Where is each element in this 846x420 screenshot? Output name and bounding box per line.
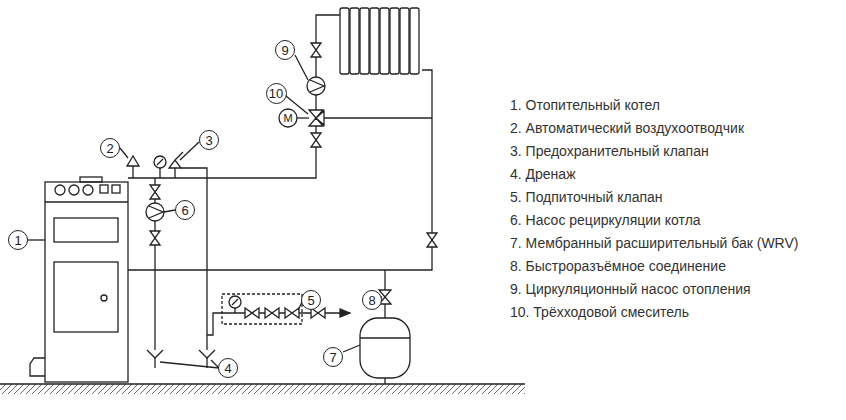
callout-number: 10 xyxy=(269,87,283,100)
valve-symbol xyxy=(311,43,321,57)
radiator-section xyxy=(380,8,389,74)
valve-symbol xyxy=(245,308,259,318)
callout-number: 7 xyxy=(329,351,336,364)
radiator-section xyxy=(340,8,349,74)
leader-line xyxy=(295,55,308,80)
leader-line xyxy=(180,142,199,160)
pipe xyxy=(132,166,133,178)
drain-funnel xyxy=(199,350,215,358)
legend-line: 10. Трёхходовой смеситель xyxy=(510,305,689,319)
pump-symbol xyxy=(146,203,164,221)
radiator-section xyxy=(350,8,359,74)
valve-symbol xyxy=(150,185,160,199)
callout-circle: 9 xyxy=(275,40,295,60)
boiler-door xyxy=(54,218,118,242)
legend-line: 3. Предохранительный клапан xyxy=(510,144,709,158)
legend-line: 2. Автоматический воздухоотводчик xyxy=(510,121,744,135)
boiler-gauge xyxy=(83,185,93,195)
boiler-switch xyxy=(112,185,120,193)
drain-funnel xyxy=(147,350,163,358)
callout-number: 6 xyxy=(181,204,188,217)
callout-circle: 10 xyxy=(266,83,287,104)
legend-line: 9. Циркуляционный насос отопления xyxy=(510,282,751,296)
leader-line xyxy=(120,148,128,158)
pump-symbol xyxy=(310,80,324,92)
return-pipe xyxy=(128,70,432,270)
boiler-switch xyxy=(100,185,108,193)
leader-line xyxy=(28,239,45,240)
boiler-gauge xyxy=(69,185,79,195)
boiler-door xyxy=(54,262,118,332)
gauge-symbol xyxy=(154,156,166,168)
door-knob xyxy=(101,295,107,301)
valve-symbol xyxy=(150,231,160,245)
discharge-pipe xyxy=(181,168,207,350)
motor-letter: M xyxy=(283,113,292,124)
legend-line: 4. Дренаж xyxy=(510,167,576,181)
leader-line xyxy=(164,210,175,212)
tank-membrane xyxy=(360,337,410,338)
pipe xyxy=(384,378,385,384)
legend-line: 5. Подпиточный клапан xyxy=(510,190,663,204)
legend-line: 8. Быстроразъёмное соединение xyxy=(510,259,726,273)
ground-line xyxy=(0,383,525,384)
radiator-section xyxy=(390,8,399,74)
radiator-section xyxy=(370,8,379,74)
callout-circle: 5 xyxy=(301,290,321,310)
mixer-valve xyxy=(309,110,324,126)
callout-number: 8 xyxy=(368,294,375,307)
pipe xyxy=(174,168,175,178)
gauge-symbol xyxy=(232,299,238,305)
leader-line xyxy=(160,362,219,368)
callout-number: 4 xyxy=(224,362,231,375)
valve-symbol xyxy=(265,308,279,318)
callout-circle: 1 xyxy=(8,230,28,250)
gauge-symbol xyxy=(157,159,163,165)
pipe xyxy=(234,308,235,313)
leader-line xyxy=(343,345,360,352)
bypass-pipe xyxy=(324,117,432,118)
boiler-gauge xyxy=(55,185,65,195)
callout-circle: 2 xyxy=(100,138,120,158)
gauge-symbol xyxy=(229,296,241,308)
actuator-link xyxy=(296,117,309,118)
burner xyxy=(30,358,45,376)
callout-circle: 3 xyxy=(199,130,219,150)
ground-hatch xyxy=(0,384,525,394)
flow-arrow xyxy=(340,309,350,317)
leader-line xyxy=(286,96,308,114)
callout-circle: 4 xyxy=(218,358,238,378)
radiator-section xyxy=(410,8,419,74)
callout-number: 5 xyxy=(307,294,314,307)
radiator-section xyxy=(400,8,409,74)
mixer-motor xyxy=(279,109,297,127)
callout-circle: 7 xyxy=(323,347,343,367)
feed-valve-box xyxy=(222,294,302,324)
valve-symbol xyxy=(427,233,437,247)
supply-pipe xyxy=(128,150,316,178)
legend-line: 1. Отопительный котел xyxy=(510,98,660,112)
air-vent-symbol xyxy=(127,156,139,166)
callout-number: 2 xyxy=(106,142,113,155)
radiator-section xyxy=(360,8,369,74)
drain-funnel xyxy=(154,358,155,368)
callout-number: 3 xyxy=(205,134,212,147)
pump-symbol xyxy=(149,206,163,218)
legend-line: 6. Насос рециркуляции котла xyxy=(510,213,701,227)
callout-circle: 6 xyxy=(175,200,195,220)
boiler-body xyxy=(45,182,128,382)
legend-line: 7. Мембранный расширительный бак (WRV) xyxy=(510,236,798,250)
pipe xyxy=(159,168,160,178)
pump-symbol xyxy=(307,77,325,95)
callout-number: 9 xyxy=(281,44,288,57)
boiler-top xyxy=(80,177,102,182)
expansion-tank xyxy=(360,318,410,378)
callout-circle: 8 xyxy=(362,290,382,310)
valve-symbol xyxy=(311,133,321,147)
valve-symbol xyxy=(285,308,299,318)
boiler-body xyxy=(45,201,128,202)
callout-number: 1 xyxy=(14,234,21,247)
